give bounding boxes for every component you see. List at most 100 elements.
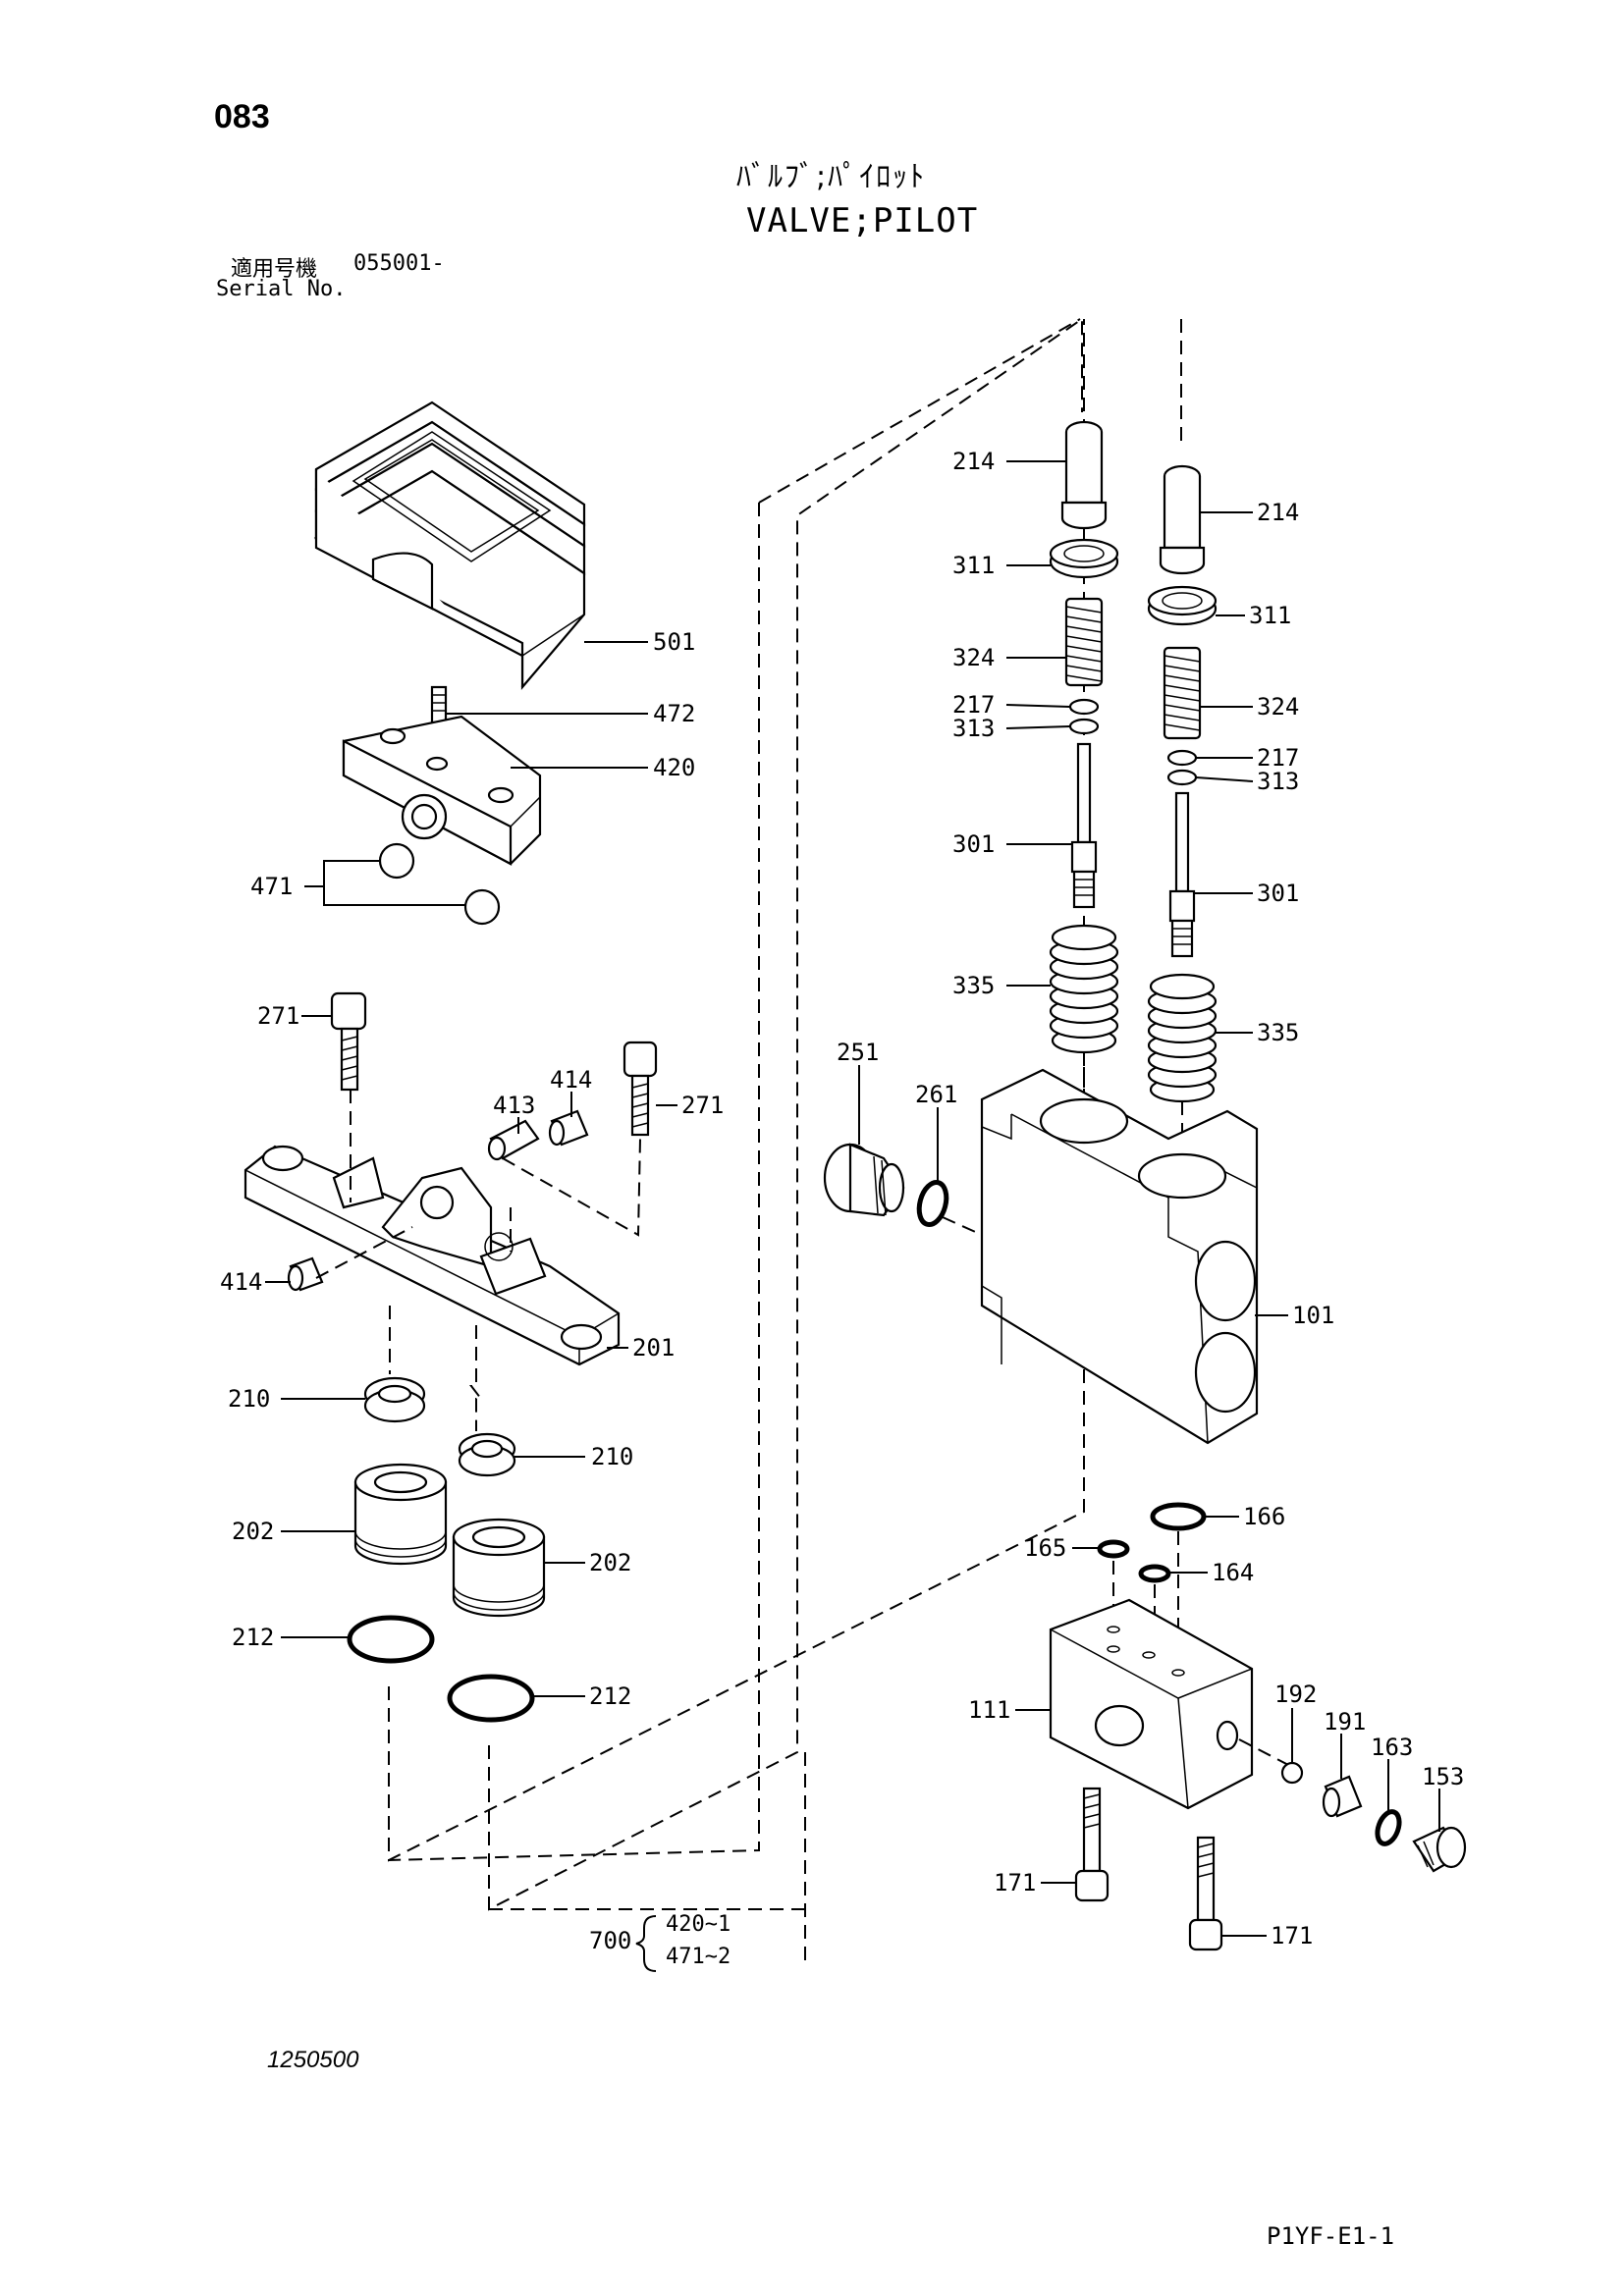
label-212-left: 212 — [232, 1624, 274, 1651]
label-301-right: 301 — [1257, 880, 1299, 907]
label-501: 501 — [653, 628, 695, 656]
serial-label-japanese: 適用号機 — [231, 257, 318, 282]
o-ring-part-165 — [1097, 1539, 1130, 1559]
o-ring-part-261 — [916, 1179, 949, 1228]
label-311-right: 311 — [1249, 602, 1291, 629]
label-214-left: 214 — [952, 448, 995, 475]
label-324-right: 324 — [1257, 693, 1299, 721]
label-201: 201 — [632, 1334, 675, 1362]
label-164: 164 — [1212, 1559, 1254, 1586]
label-271-right: 271 — [681, 1092, 724, 1119]
label-301-left: 301 — [952, 830, 995, 858]
spring-part-335-left — [1049, 924, 1119, 1054]
spacer-part-217-right — [1166, 749, 1198, 767]
plug-part-202-right — [452, 1518, 546, 1618]
label-271-left: 271 — [257, 1002, 299, 1030]
seal-part-210-left — [363, 1376, 426, 1423]
plate-part-420 — [342, 715, 542, 866]
label-214-right: 214 — [1257, 499, 1299, 526]
washer-part-311-left — [1049, 538, 1119, 579]
o-ring-part-164 — [1138, 1564, 1171, 1583]
label-171-right: 171 — [1271, 1922, 1313, 1949]
seal-part-210-right — [458, 1432, 516, 1477]
label-210-left: 210 — [228, 1385, 270, 1413]
label-111: 111 — [968, 1696, 1010, 1724]
label-313-left: 313 — [952, 715, 995, 742]
pusher-part-214-right — [1159, 464, 1206, 575]
washer-part-313-left — [1068, 718, 1100, 735]
pin-part-413 — [487, 1119, 540, 1161]
title-japanese: ﾊﾞﾙﾌﾞ;ﾊﾟｲﾛｯﾄ — [736, 160, 927, 194]
label-335-right: 335 — [1257, 1019, 1299, 1046]
title-english: VALVE;PILOT — [746, 201, 979, 240]
spool-part-301-left — [1070, 742, 1098, 909]
label-210-right: 210 — [591, 1443, 633, 1470]
spring-part-324-right — [1163, 646, 1202, 740]
label-101: 101 — [1292, 1302, 1334, 1329]
bushing-part-414-lower — [287, 1256, 324, 1292]
bolt-part-271-left — [330, 991, 367, 1092]
plug-part-153 — [1412, 1826, 1467, 1873]
label-472: 472 — [653, 700, 695, 727]
plug-part-191 — [1322, 1775, 1363, 1818]
kit-number: 700 — [589, 1927, 631, 1954]
label-202-left: 202 — [232, 1518, 274, 1545]
label-471: 471 — [250, 873, 293, 900]
washer-part-311-right — [1147, 585, 1218, 626]
bolt-part-171-left — [1074, 1787, 1110, 1902]
serial-value: 055001- — [353, 251, 445, 276]
label-165: 165 — [1024, 1534, 1066, 1562]
serial-label-english: Serial No. — [216, 277, 347, 301]
plug-part-202-left — [353, 1463, 448, 1566]
kit-reference-700: 700 420~1 471~2 — [589, 1912, 731, 1972]
dash-route-left — [388, 319, 1085, 1862]
label-261: 261 — [915, 1081, 957, 1108]
document-code: P1YF-E1-1 — [1267, 2222, 1395, 2250]
kit-line-2: 471~2 — [666, 1945, 731, 1969]
drawing-number: 1250500 — [267, 2047, 359, 2073]
label-251: 251 — [837, 1039, 879, 1066]
label-414-lower: 414 — [220, 1268, 262, 1296]
bolt-part-271-right — [623, 1041, 658, 1137]
page-number: 083 — [214, 98, 270, 135]
o-ring-part-166 — [1150, 1502, 1207, 1531]
ball-part-192 — [1280, 1761, 1304, 1785]
washer-part-313-right — [1166, 769, 1198, 786]
label-166: 166 — [1243, 1503, 1285, 1530]
label-191: 191 — [1324, 1708, 1366, 1735]
label-313-right: 313 — [1257, 768, 1299, 795]
casing-part-201 — [244, 1145, 621, 1366]
set-screw-472 — [430, 685, 448, 724]
label-311-left: 311 — [952, 552, 995, 579]
leader-lines — [265, 460, 1440, 1937]
part-labels: 214 214 311 311 324 324 217 313 217 313 … — [220, 448, 1464, 1949]
label-192: 192 — [1274, 1681, 1317, 1708]
label-171-left: 171 — [994, 1869, 1036, 1896]
label-335-left: 335 — [952, 972, 995, 999]
valve-body-part-101 — [980, 1068, 1259, 1445]
bolt-part-171-right — [1188, 1836, 1223, 1951]
bushing-part-414-upper — [548, 1109, 589, 1147]
plug-part-251 — [823, 1143, 905, 1217]
label-202-right: 202 — [589, 1549, 631, 1576]
spring-part-335-right — [1147, 973, 1218, 1103]
kit-line-1: 420~1 — [666, 1912, 731, 1937]
spool-part-301-right — [1168, 791, 1196, 958]
label-163: 163 — [1371, 1734, 1413, 1761]
block-part-111 — [1049, 1598, 1254, 1810]
spacer-part-217-left — [1068, 698, 1100, 716]
label-414-upper: 414 — [550, 1066, 592, 1094]
boot-part-501 — [313, 400, 586, 690]
label-212-right: 212 — [589, 1682, 631, 1710]
o-ring-part-212-left — [347, 1615, 435, 1664]
label-413: 413 — [493, 1092, 535, 1119]
balls-part-471 — [378, 842, 501, 926]
label-217-left: 217 — [952, 691, 995, 719]
o-ring-part-163 — [1375, 1809, 1402, 1846]
o-ring-part-212-right — [447, 1674, 535, 1723]
spring-part-324-left — [1064, 597, 1104, 687]
label-153: 153 — [1422, 1763, 1464, 1790]
label-420: 420 — [653, 754, 695, 781]
pusher-part-214-left — [1060, 420, 1108, 530]
